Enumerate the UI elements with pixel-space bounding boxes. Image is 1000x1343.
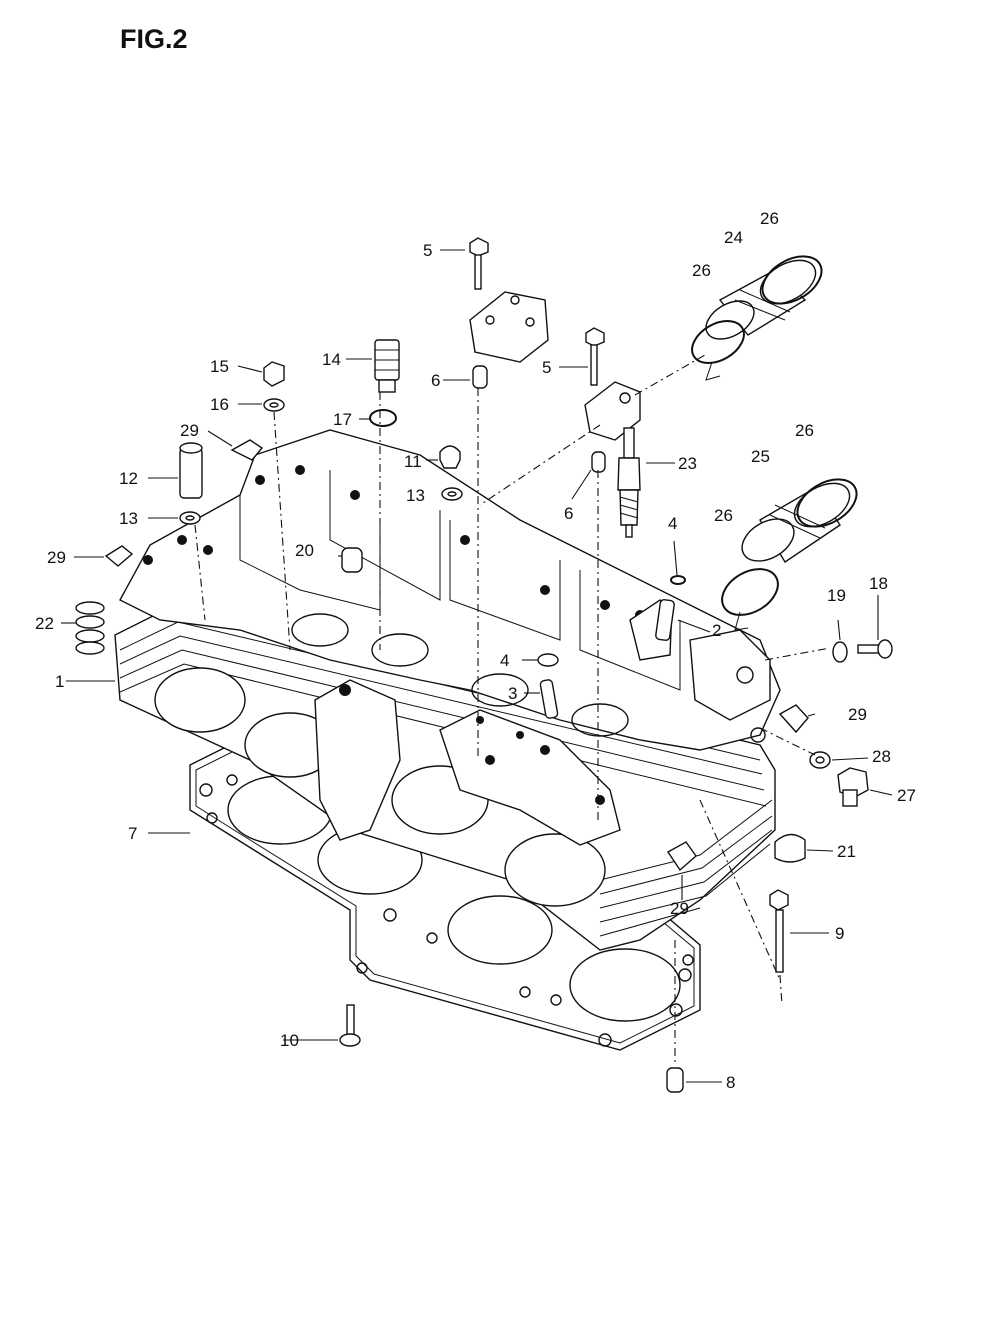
callout-14: 14	[322, 350, 341, 369]
plug-29-top	[230, 439, 264, 461]
callout-17: 17	[333, 410, 352, 429]
callout-4-upper: 4	[668, 514, 677, 533]
callout-15: 15	[210, 357, 229, 376]
washer-19	[832, 641, 848, 663]
callout-18: 18	[869, 574, 888, 593]
callout-20: 20	[295, 541, 314, 560]
callout-1: 1	[55, 672, 64, 691]
washer-16	[263, 398, 285, 412]
callout-4-lower: 4	[500, 651, 509, 670]
callout-6-lower: 6	[564, 504, 573, 523]
callout-16: 16	[210, 395, 229, 414]
callout-6-upper: 6	[431, 371, 440, 390]
clamp-26-c	[796, 478, 858, 528]
callout-26-d: 26	[714, 506, 733, 525]
figure-title: FIG.2	[120, 24, 188, 54]
washer-13-left	[179, 511, 201, 525]
callout-10: 10	[280, 1031, 299, 1050]
cylinder-head	[114, 429, 781, 951]
callout-19: 19	[827, 586, 846, 605]
dowel-8	[666, 1067, 684, 1093]
callout-26-a: 26	[760, 209, 779, 228]
bolt-5-lower	[585, 327, 605, 386]
plug-20	[341, 547, 363, 573]
callout-21: 21	[837, 842, 856, 861]
callout-28: 28	[872, 747, 891, 766]
callout-8: 8	[726, 1073, 735, 1092]
dowel-6-lower	[591, 451, 606, 473]
gasket-28	[809, 751, 831, 769]
callout-24: 24	[724, 228, 743, 247]
callout-7: 7	[128, 824, 137, 843]
callout-13-left: 13	[119, 509, 138, 528]
callout-5-upper: 5	[423, 241, 432, 260]
spring-22	[75, 601, 105, 655]
screw-18	[857, 639, 893, 659]
cap-nut-11	[439, 445, 461, 469]
callout-26-c: 26	[795, 421, 814, 440]
camshaft-cap-upper	[469, 291, 549, 363]
cap-nut-15	[263, 361, 285, 387]
callout-3: 3	[508, 684, 517, 703]
leader-lines	[61, 249, 893, 1083]
o-ring-4-lower	[537, 653, 559, 667]
sleeve-12	[179, 442, 203, 499]
callout-29-bottom: 29	[670, 899, 689, 918]
callout-29-right: 29	[848, 705, 867, 724]
callout-labels: 5 6 5 14 15 16 17 29 12 13 11 13 29 22 1…	[35, 209, 916, 1092]
bolt-9	[769, 889, 789, 973]
callout-13-right: 13	[406, 486, 425, 505]
callout-2: 2	[712, 621, 721, 640]
plug-29-bottom	[666, 841, 697, 872]
intake-pipe-25	[741, 482, 851, 563]
callout-11: 11	[404, 452, 422, 471]
callout-5-lower: 5	[542, 358, 551, 377]
clamp-26-a	[761, 255, 823, 305]
cam-chain-tensioner	[374, 339, 400, 393]
callout-29-top: 29	[180, 421, 199, 440]
callout-25: 25	[751, 447, 770, 466]
callout-9: 9	[835, 924, 844, 943]
o-ring-4-upper	[670, 575, 686, 585]
clamp-26-d	[721, 568, 779, 631]
clamp-26-b	[691, 320, 745, 381]
callout-29-left: 29	[47, 548, 66, 567]
washer-13-right	[441, 487, 463, 501]
callout-23: 23	[678, 454, 697, 473]
plug-29-right	[778, 704, 809, 734]
plug-27	[837, 767, 869, 807]
bolt-5-upper	[469, 237, 489, 290]
callout-22: 22	[35, 614, 54, 633]
valve-guide-3	[539, 679, 559, 719]
callout-12: 12	[119, 469, 138, 488]
valve-guide-2	[655, 599, 675, 641]
o-ring-17	[369, 409, 397, 427]
spark-plug	[617, 427, 641, 538]
plug-29-left	[104, 545, 134, 567]
cap-21	[774, 833, 806, 863]
callout-26-b: 26	[692, 261, 711, 280]
callout-27: 27	[897, 786, 916, 805]
dowel-6-upper	[472, 365, 488, 389]
bolt-10	[339, 1004, 361, 1047]
intake-pipe-24	[705, 259, 817, 340]
